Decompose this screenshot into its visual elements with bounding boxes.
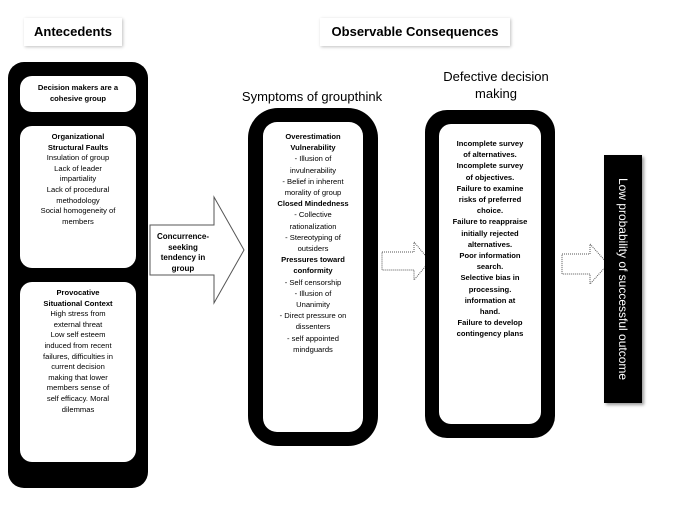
defective-line: of objectives. — [465, 172, 515, 182]
defective-line: search. — [476, 262, 504, 272]
box-line: Social homogeneity of — [40, 206, 116, 216]
box-line: current decision — [51, 362, 105, 372]
defective-line: information at — [464, 295, 516, 305]
arrow-label-line: group — [171, 263, 195, 273]
box-line: Low self esteem — [50, 330, 106, 340]
box-line: cohesive group — [49, 93, 107, 103]
box-title-line: Situational Context — [43, 298, 113, 308]
symptom-line: - Self censorship — [284, 277, 342, 287]
defective-title: Defective decision making — [430, 68, 562, 102]
symptom-line: - Belief in inherent — [282, 176, 344, 186]
box-line: dilemmas — [61, 404, 95, 414]
symptom-line: Closed Mindedness — [277, 199, 349, 209]
symptom-line: morality of group — [284, 188, 342, 198]
defective-line: Failure to develop — [457, 318, 523, 328]
defective-line: Selective bias in — [460, 273, 520, 283]
cohesive-group-box: Decision makers are a cohesive group — [20, 76, 136, 112]
box-line: external threat — [53, 319, 103, 329]
defective-arrow — [561, 242, 609, 286]
defective-line: Incomplete survey — [456, 161, 524, 171]
outcome-text: Low probability of successful outcome — [616, 177, 630, 381]
defective-line: risks of preferred — [458, 195, 522, 205]
symptom-line: - Illusion of — [294, 154, 332, 164]
symptom-line: - Collective — [294, 210, 332, 220]
box-line: Insulation of group — [46, 153, 110, 163]
symptoms-title: Symptoms of groupthink — [232, 88, 392, 105]
defective-line: contingency plans — [456, 329, 524, 339]
defective-line: choice. — [476, 206, 504, 216]
symptom-line: Pressures toward — [281, 255, 345, 265]
box-line: Lack of leader — [54, 163, 102, 173]
box-line: Lack of procedural — [46, 184, 110, 194]
antecedents-header-text: Antecedents — [33, 24, 113, 39]
outcome-bar: Low probability of successful outcome — [604, 155, 642, 403]
structural-faults-box: Organizational Structural Faults Insulat… — [20, 126, 136, 268]
symptom-line: Overestimation — [285, 132, 341, 141]
symptom-line: - Illusion of — [294, 288, 332, 298]
box-line: members — [62, 216, 94, 226]
symptom-line: outsiders — [297, 244, 329, 254]
defective-line: Incomplete survey — [456, 139, 524, 148]
defective-line: hand. — [479, 307, 501, 317]
concurrence-label: Concurrence- seeking tendency in group — [152, 232, 214, 274]
defective-line: processing. — [468, 284, 512, 294]
symptoms-title-text: Symptoms of groupthink — [241, 89, 383, 104]
box-line: Decision makers are a — [37, 83, 119, 92]
arrow-label-line: seeking — [168, 242, 198, 252]
defective-line: Failure to reappraise — [452, 217, 528, 227]
box-line: self efficacy. Moral — [46, 393, 110, 403]
defective-line: of alternatives. — [463, 150, 517, 160]
observable-consequences-header: Observable Consequences — [320, 18, 510, 46]
box-line: methodology — [56, 195, 100, 205]
box-line: impartiality — [59, 174, 97, 184]
box-line: failures, difficulties in — [43, 351, 113, 361]
box-line: induced from recent — [44, 340, 112, 350]
symptom-line: conformity — [293, 266, 333, 276]
concurrence-arrow — [149, 195, 245, 305]
symptoms-arrow — [381, 240, 431, 282]
box-title-line: Provocative — [56, 288, 100, 297]
box-title-line: Structural Faults — [47, 142, 109, 152]
box-line: making that lower — [48, 372, 108, 382]
symptom-line: dissenters — [295, 322, 331, 332]
symptom-line: mindguards — [293, 344, 333, 354]
defective-line: initially rejected — [461, 228, 519, 238]
observable-consequences-header-text: Observable Consequences — [331, 24, 499, 39]
box-title-line: Organizational — [51, 132, 105, 141]
defective-line: alternatives. — [467, 239, 513, 249]
defective-title-line: Defective decision — [443, 69, 549, 84]
arrow-label-line: Concurrence- — [156, 232, 209, 241]
defective-line: Poor information — [459, 251, 521, 261]
symptom-line: rationalization — [289, 221, 337, 231]
symptom-line: - Direct pressure on — [279, 311, 347, 321]
defective-line: Failure to examine — [456, 183, 524, 193]
defective-title-line: making — [475, 86, 517, 101]
antecedents-header: Antecedents — [24, 18, 122, 46]
box-line: High stress from — [50, 309, 106, 319]
symptom-line: Vulnerability — [290, 143, 336, 153]
arrow-label-line: tendency in — [160, 253, 206, 262]
symptom-line: Unanimity — [296, 300, 330, 310]
symptom-line: - Stereotyping of — [285, 232, 341, 242]
symptom-line: - self appointed — [287, 333, 339, 343]
situational-context-box: Provocative Situational Context High str… — [20, 282, 136, 462]
box-line: members sense of — [46, 383, 110, 393]
symptom-line: invulnerability — [289, 165, 336, 175]
